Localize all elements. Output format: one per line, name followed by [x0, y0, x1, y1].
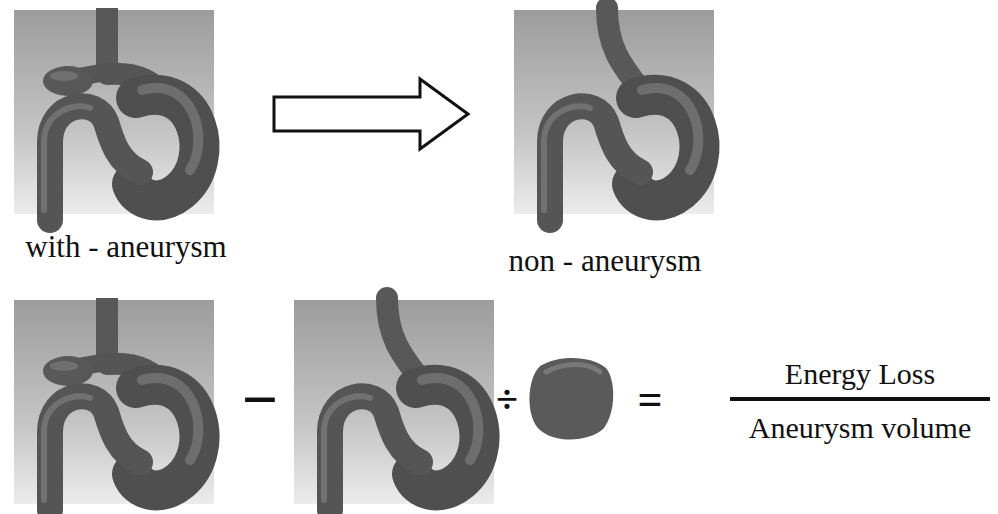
fraction-numerator: Energy Loss	[785, 359, 935, 389]
fraction-denominator: Aneurysm volume	[749, 413, 971, 443]
operator-symbol: −	[242, 368, 278, 432]
operator-symbol: ÷	[496, 380, 518, 420]
panel-label: with - aneurysm	[25, 231, 226, 262]
fraction-bar	[730, 397, 990, 401]
vessel-with-aneurysm	[14, 8, 214, 220]
vessel-non-aneurysm	[294, 298, 494, 510]
vessel-with-aneurysm	[14, 298, 214, 510]
aneurysm-volume	[530, 358, 614, 440]
panel-label: non - aneurysm	[509, 245, 702, 276]
operator-symbol: =	[637, 378, 662, 422]
vessel-non-aneurysm	[514, 8, 714, 220]
process-arrow	[274, 79, 468, 149]
